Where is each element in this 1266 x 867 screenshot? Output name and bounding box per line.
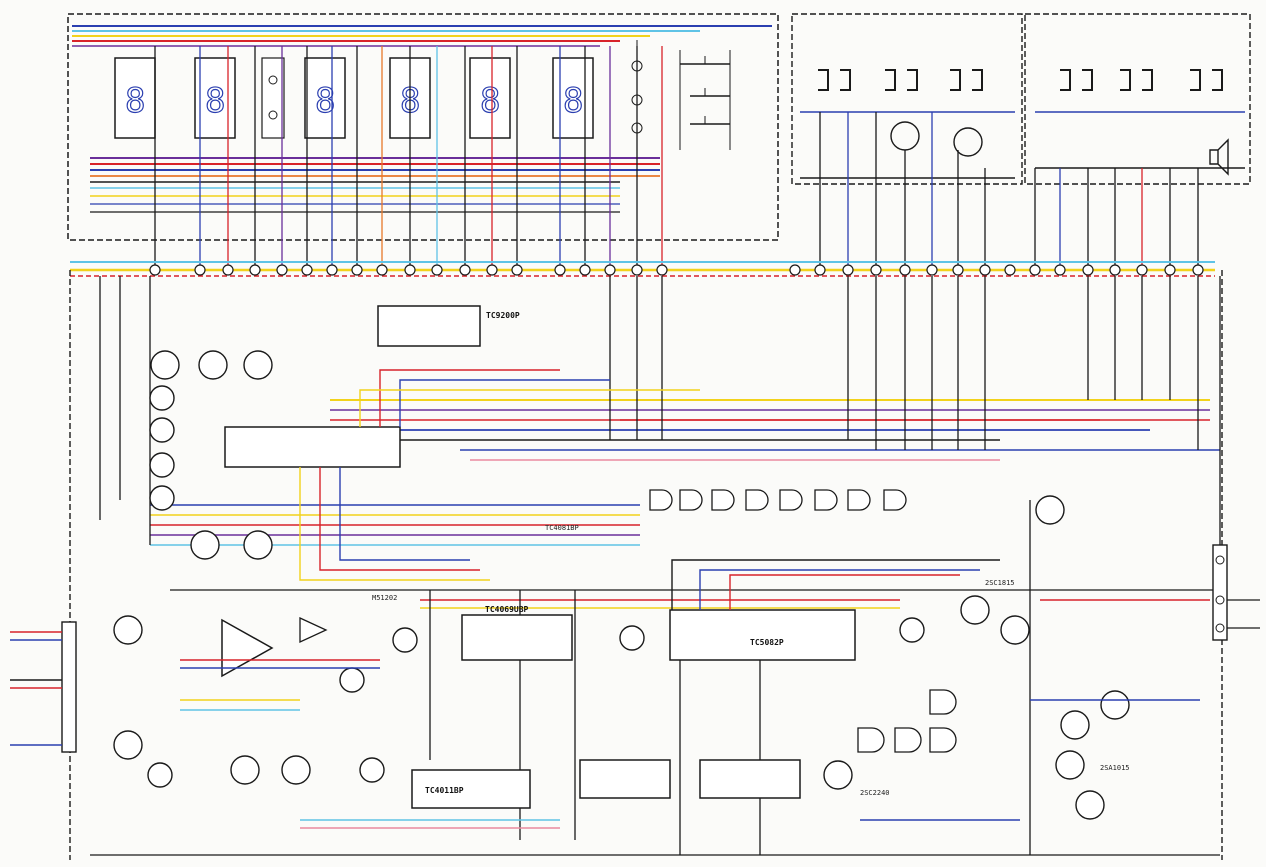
push-switch-group-display <box>679 50 731 150</box>
ic-tc4011bp: TC4011BP <box>411 769 531 809</box>
nand-gate-cluster <box>857 689 957 753</box>
transistor-cluster-left <box>149 350 273 560</box>
svg-text:8: 8 <box>563 81 583 121</box>
tr-2sc1815-label: 2SC1815 <box>985 579 1015 587</box>
main-buses <box>90 399 1220 856</box>
ic-tc5082p-label: TC5082P <box>750 638 784 647</box>
push-switch-4 <box>1060 69 1093 91</box>
ic-tc5081p <box>699 759 801 799</box>
ic-tc9200p-label: TC9200P <box>486 311 520 320</box>
transistor-cluster-right <box>619 495 1130 820</box>
ic-tc4069ubp-label: TC4069UBP <box>485 605 529 614</box>
ic-tc4081bp <box>579 759 671 799</box>
push-switch-6 <box>1190 69 1223 91</box>
connector-pins <box>149 264 1204 276</box>
input-connector-left <box>10 621 77 753</box>
push-switch-5 <box>1120 69 1153 91</box>
logic-gate-row <box>649 489 907 511</box>
ic-tc4069ubp: TC4069UBP <box>461 605 573 661</box>
svg-text:8: 8 <box>205 81 225 121</box>
tr-2sa1015-label: 2SA1015 <box>1100 764 1130 772</box>
svg-text:8: 8 <box>480 81 500 121</box>
ic-main-controller <box>224 426 401 468</box>
speaker-icon <box>1209 138 1229 176</box>
tr-2sc2240-label: 2SC2240 <box>860 789 890 797</box>
ic-tc5082p: TC5082P <box>669 609 856 661</box>
digit-2: 8 <box>194 57 236 139</box>
colon-indicator <box>261 57 285 139</box>
digit-1: 8 <box>114 57 156 139</box>
svg-text:8: 8 <box>125 81 145 121</box>
transistor-cluster-input <box>113 615 418 788</box>
ic-tc4011bp-label: TC4011BP <box>425 786 464 795</box>
digit-6: 8 <box>552 57 594 139</box>
push-switch-2 <box>885 69 918 91</box>
opamp-icon <box>221 618 274 678</box>
display-vertical-wires <box>154 46 663 268</box>
ic-tc4081bp-label: TC4081BP <box>545 524 579 532</box>
digit-3: 8 <box>304 57 346 139</box>
push-switch-3 <box>950 69 983 91</box>
transistor-sw-b <box>953 127 983 157</box>
mid-wiring <box>180 369 1210 829</box>
svg-text:8: 8 <box>315 81 335 121</box>
opamp-small-icon <box>299 616 328 644</box>
switch-board-right <box>1024 13 1251 185</box>
switch-board-left <box>791 13 1023 185</box>
ic-tc9200p: TC9200P <box>377 305 520 347</box>
ic-m51202-label: M51202 <box>372 594 397 602</box>
switch-vertical-wires <box>819 112 1199 268</box>
main-vertical-wires <box>99 276 1221 855</box>
power-connector-right <box>1212 544 1260 641</box>
push-switch-1 <box>818 69 851 91</box>
display-board <box>67 13 779 241</box>
digit-5: 8 <box>469 57 511 139</box>
main-board-outline <box>69 270 1223 860</box>
